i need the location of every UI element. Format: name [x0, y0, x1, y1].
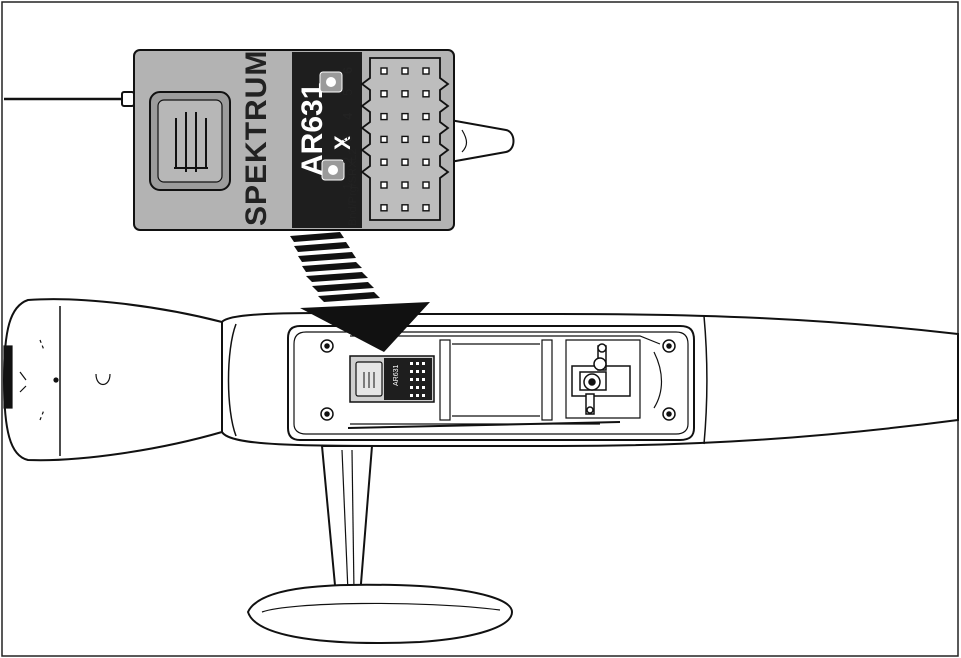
channel-number: 3: [340, 135, 355, 142]
antenna-connector: [121, 91, 135, 107]
compartment-rails: [347, 335, 663, 429]
installed-receiver: AR631: [349, 355, 435, 403]
receiver-status-icons: [319, 71, 345, 181]
fuselage-seam: [703, 315, 708, 445]
servo-assembly: [571, 343, 631, 415]
receiver-callout: SPEKTRUM AR631 X Bnd/Prg/SRXL2 1 2 3 4 5…: [4, 49, 515, 231]
badge-ridges: [174, 112, 208, 172]
arrow-head: [300, 302, 430, 352]
servo-pin: [401, 67, 409, 75]
receiver-brand: SPEKTRUM: [240, 50, 273, 226]
channel-number: 5: [340, 89, 355, 96]
servo-pin: [422, 112, 430, 121]
receiver-badge: [149, 91, 231, 191]
installation-arrow: [290, 232, 430, 352]
servo-pin: [401, 112, 409, 121]
servo-pin: [380, 204, 388, 212]
servo-pin: [422, 204, 430, 212]
receiver-port-label: Bnd/Prg/SRXL2: [347, 148, 359, 226]
servo-pin: [422, 135, 430, 144]
channel-number: 4: [340, 112, 355, 120]
servo-pin: [380, 90, 388, 98]
installed-receiver-model: AR631: [393, 364, 400, 386]
propeller-hub: [3, 345, 13, 409]
servo-pin: [380, 67, 388, 75]
servo-pin: [401, 90, 409, 98]
servo-pin: [380, 135, 388, 144]
channel-number: 6: [340, 67, 355, 74]
servo-pin: [380, 181, 388, 189]
arrow-stripe: [318, 292, 380, 302]
installed-receiver-pins: [410, 362, 425, 397]
channel-number-list: 1 2 3 4 5 6: [340, 67, 355, 190]
nose-details: [3, 339, 111, 421]
servo-pin-header: [360, 57, 450, 221]
servo-pin: [401, 181, 409, 189]
servo-pin: [401, 158, 409, 166]
channel-number: 2: [340, 157, 355, 164]
servo-pin: [401, 204, 409, 212]
servo-pin: [422, 158, 430, 166]
wing-strut: [320, 445, 374, 597]
receiver-x-logo: X: [330, 135, 355, 150]
hatch-screws: [320, 339, 676, 421]
wing-float: [246, 583, 514, 644]
fuselage-contours: [59, 306, 708, 456]
receiver-mounting-tab: [449, 118, 515, 164]
servo-pin: [422, 67, 430, 75]
servo-pin: [380, 158, 388, 166]
servo-pins: [380, 67, 430, 212]
channel-number: 1: [340, 183, 355, 190]
servo-pin: [422, 181, 430, 189]
servo-pin: [422, 90, 430, 98]
servo-pin: [380, 112, 388, 121]
radio-compartment: AR631: [287, 325, 695, 441]
fuselage-nose: [2, 298, 223, 462]
servo-pin: [401, 135, 409, 144]
